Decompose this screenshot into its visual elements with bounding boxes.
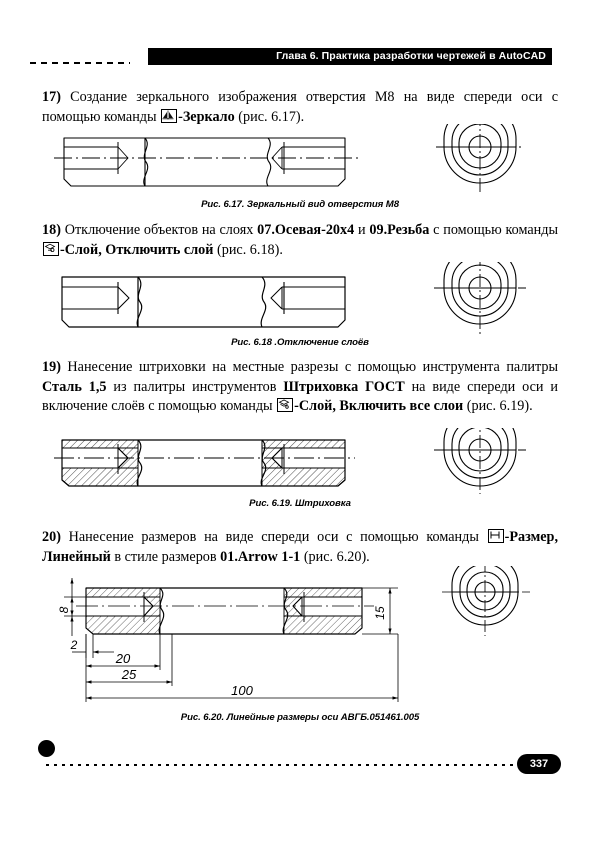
dim-100-label: 100 [231, 683, 253, 698]
dim-25-label: 25 [121, 667, 137, 682]
header-dashed-rule [30, 62, 130, 64]
footer-dot-ornament [38, 740, 55, 757]
chapter-title: Глава 6. Практика разработки чертежей в … [276, 50, 546, 62]
step-19-text-4: (рис. 6.19). [463, 398, 533, 414]
header-black-bar [148, 48, 552, 65]
footer-dashed-rule [46, 764, 546, 766]
step-17-paragraph: 17) Создание зеркального изображения отв… [42, 88, 558, 127]
figure-6-19-label: Рис. 6.19. [249, 498, 293, 509]
figure-6-17-caption-text: Зеркальный вид отверстия М8 [244, 199, 399, 210]
step-19-text-1: Нанесение штриховки на местные разрезы с… [67, 359, 559, 375]
step-20-number: 20) [42, 529, 61, 545]
step-19-command: -Слой, Включить все слои [294, 398, 464, 414]
step-20-text-1: Нанесение размеров на виде спереди оси с… [68, 529, 487, 545]
step-20-command: -Размер, Линейный [42, 529, 558, 565]
step-18-conj: и [354, 222, 370, 238]
dim-15-label: 15 [373, 606, 387, 620]
figure-6-18-caption: Рис. 6.18 .Отключение слоёв [0, 337, 600, 348]
figure-6-20: 8 15 2 20 [52, 566, 552, 711]
figure-6-17 [40, 124, 560, 200]
figure-6-18 [40, 262, 560, 342]
step-18-text-a: Отключение объектов на слоях [64, 222, 258, 238]
step-19-text-3: на виде спереди оси и включение слоёв с … [42, 378, 559, 415]
figure-6-18-label: Рис. 6.18 [231, 337, 272, 348]
step-18-number: 18) [42, 222, 61, 238]
page-number: 337 [517, 754, 561, 774]
step-20-paragraph: 20) Нанесение размеров на виде спереди о… [42, 528, 558, 567]
figure-6-17-caption: Рис. 6.17. Зеркальный вид отверстия М8 [0, 199, 600, 210]
hatched-region [61, 439, 346, 487]
step-17-text-a: Создание зеркального изображения отверст… [42, 89, 558, 125]
figure-6-18-caption-text: .Отключение слоёв [271, 337, 369, 348]
figure-6-20-caption: Рис. 6.20. Линейные размеры оси АВГБ.051… [0, 712, 600, 723]
step-19-number: 19) [42, 359, 61, 375]
step-19-text-2: из палитры инструментов [106, 378, 284, 395]
dimension-icon [487, 529, 504, 543]
mirror-icon [161, 108, 178, 123]
step-19-tool: Сталь 1,5 [42, 378, 107, 395]
step-18-layer-1: 07.Осевая-20х4 [257, 222, 355, 238]
figure-6-19-caption-text: Штриховка [292, 498, 351, 509]
step-18-paragraph: 18) Отключение объектов на слоях 07.Осев… [42, 221, 558, 260]
figure-6-20-label: Рис. 6.20. [180, 712, 225, 723]
page-header [0, 45, 600, 71]
step-18-layer-2: 09.Резьба [369, 222, 430, 238]
step-20-style: 01.Arrow 1-1 [220, 548, 301, 565]
layer-off-icon [43, 241, 59, 256]
figure-6-20-caption-text: Линейные размеры оси АВГБ.051461.005 [224, 712, 420, 723]
step-20-text-3: (рис. 6.20). [300, 548, 370, 565]
step-18-command: -Слой, Отключить слой [60, 241, 214, 258]
dim-20-label: 20 [115, 651, 131, 666]
dim-2-label: 2 [70, 638, 78, 652]
figure-6-19-caption: Рис. 6.19. Штриховка [0, 498, 600, 509]
figure-6-19 [40, 428, 560, 498]
figure-6-17-label: Рис. 6.17. [201, 199, 245, 210]
layer-on-icon [277, 398, 294, 412]
dim-8-label: 8 [57, 606, 71, 613]
step-18-text-b: с помощью команды [429, 222, 559, 238]
step-20-text-2: в стиле размеров [110, 548, 221, 565]
step-19-palette: Штриховка ГОСТ [283, 378, 405, 395]
step-17-text-b: (рис. 6.17). [234, 108, 305, 125]
step-19-paragraph: 19) Нанесение штриховки на местные разре… [42, 358, 558, 417]
step-17-command: -Зеркало [178, 108, 235, 125]
step-17-number: 17) [42, 89, 61, 105]
step-18-text-c: (рис. 6.18). [213, 241, 283, 258]
